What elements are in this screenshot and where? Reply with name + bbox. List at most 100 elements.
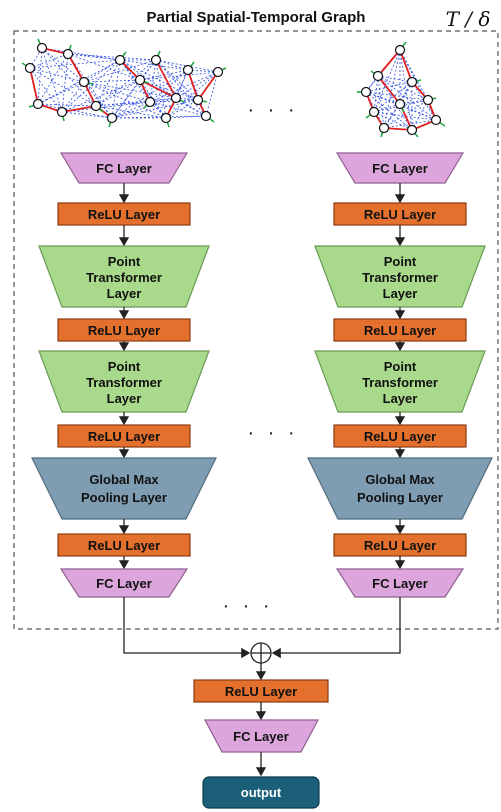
right-gmp-line1: Global Max <box>365 472 435 487</box>
right-graph-node <box>394 98 406 110</box>
right-graph-dashed-edge <box>377 75 437 121</box>
right-graph-solid-edge <box>399 49 413 83</box>
right-graph-node <box>430 114 442 126</box>
t-over-delta-label: T / δ <box>446 7 491 31</box>
left-graph-dashed-edge <box>83 81 177 99</box>
right-pt2-line2: Transformer <box>362 375 438 390</box>
left-gmp-line1: Global Max <box>89 472 159 487</box>
left-graph-dashed-edge <box>37 103 97 107</box>
left-graph-dashed-edge <box>83 79 141 83</box>
merge-fc-layer <box>204 719 319 753</box>
right-graph-dashed-edge <box>373 111 413 131</box>
right-graph-dashed-edge <box>377 75 429 101</box>
right-graph-dashed-edge <box>411 99 429 131</box>
left-pt1-line2: Transformer <box>86 270 162 285</box>
right-graph-node <box>406 76 418 88</box>
spatial-temporal-graph-left <box>21 38 227 128</box>
left-graph-dashed-edge <box>111 101 151 119</box>
left-graph-dashed-edge <box>41 47 97 107</box>
left-graph-solid-edge <box>187 69 199 101</box>
right-graph-node <box>360 86 372 98</box>
left-graph-dashed-edge <box>83 59 157 83</box>
left-graph-dashed-edge <box>155 59 199 101</box>
left-graph-node <box>78 76 90 88</box>
left-graph-dashed-edge <box>165 71 219 119</box>
right-pt2-line3: Layer <box>383 391 418 406</box>
right-graph-dashed-edge <box>383 119 437 129</box>
right-global-max-pooling-layer <box>307 457 493 520</box>
left-graph-dashed-edge <box>41 47 85 83</box>
left-graph-dashed-edge <box>83 81 113 119</box>
left-pt2-line3: Layer <box>107 391 142 406</box>
left-pt1-line3: Layer <box>107 286 142 301</box>
left-graph-dashed-edge <box>149 71 219 103</box>
right-graph-dashed-edge <box>377 75 413 131</box>
left-fc-top-label: FC Layer <box>96 161 152 176</box>
right-graph-solid-edge <box>377 75 401 105</box>
right-graph-dashed-edge <box>365 91 413 131</box>
left-pt2-line1: Point <box>108 359 141 374</box>
left-graph-dashed-edge <box>149 101 207 117</box>
left-graph-dashed-edge <box>83 81 151 103</box>
left-graph-node <box>212 66 224 78</box>
left-graph-dashed-edge <box>111 59 121 119</box>
right-point-transformer-1 <box>314 245 486 308</box>
right-graph-node <box>406 124 418 136</box>
left-graph-node <box>36 42 48 54</box>
left-graph-dashed-edge <box>165 115 207 119</box>
right-graph-dashed-edge <box>383 49 401 129</box>
left-graph-dashed-edge <box>139 71 219 81</box>
right-graph-node <box>394 44 406 56</box>
right-graph-dashed-edge <box>377 75 385 129</box>
left-graph-dashed-edge <box>37 103 113 119</box>
left-graph-dashed-edge <box>95 59 121 107</box>
left-branch-to-sum-line <box>123 597 251 659</box>
left-graph-node <box>56 106 68 118</box>
left-graph-node <box>170 92 182 104</box>
left-pt1-line1: Point <box>108 254 141 269</box>
right-point-transformer-2 <box>314 350 486 413</box>
left-graph-node <box>200 110 212 122</box>
left-graph-node <box>144 96 156 108</box>
left-graph-dashed-edge <box>29 53 69 69</box>
right-graph-dashed-edge <box>399 103 437 121</box>
left-graph-solid-edge <box>29 67 39 105</box>
left-graph-node <box>114 54 126 66</box>
left-graph-solid-edge <box>197 71 219 101</box>
right-graph-dashed-edge <box>377 75 413 83</box>
left-graph-node <box>150 54 162 66</box>
right-graph-node <box>378 122 390 134</box>
left-point-transformer-2 <box>38 350 210 413</box>
partial-graph-container <box>13 30 499 630</box>
right-fc-bottom-layer <box>335 568 465 598</box>
left-graph-dashed-edge <box>95 105 167 119</box>
right-relu-label-3: ReLU Layer <box>364 429 436 444</box>
left-graph-node <box>106 112 118 124</box>
spatial-temporal-graph-right <box>357 41 446 138</box>
left-graph-dashed-edge <box>155 59 167 119</box>
left-graph-node <box>62 48 74 60</box>
right-graph-dashed-edge <box>373 49 401 113</box>
left-graph-dashed-edge <box>61 101 151 113</box>
left-graph-dashed-edge <box>111 69 189 119</box>
left-graph-solid-edge <box>155 59 177 99</box>
merge-relu-label: ReLU Layer <box>225 684 297 699</box>
right-pt1-line2: Transformer <box>362 270 438 285</box>
output-node <box>202 776 320 809</box>
right-graph-node <box>422 94 434 106</box>
right-fc-top-label: FC Layer <box>372 161 428 176</box>
left-graph-dashed-edge <box>119 59 189 71</box>
left-graph-node <box>24 62 36 74</box>
right-graph-dashed-edge <box>373 81 413 113</box>
right-graph-dashed-edge <box>411 81 437 121</box>
left-graph-dashed-edge <box>95 79 141 107</box>
left-graph-node <box>134 74 146 86</box>
right-relu-label-2: ReLU Layer <box>364 323 436 338</box>
left-graph-dashed-edge <box>155 59 219 73</box>
left-graph-dashed-edge <box>83 59 121 83</box>
left-graph-dashed-edge <box>67 53 141 81</box>
output-label: output <box>241 785 282 800</box>
left-graph-dashed-edge <box>37 81 85 105</box>
